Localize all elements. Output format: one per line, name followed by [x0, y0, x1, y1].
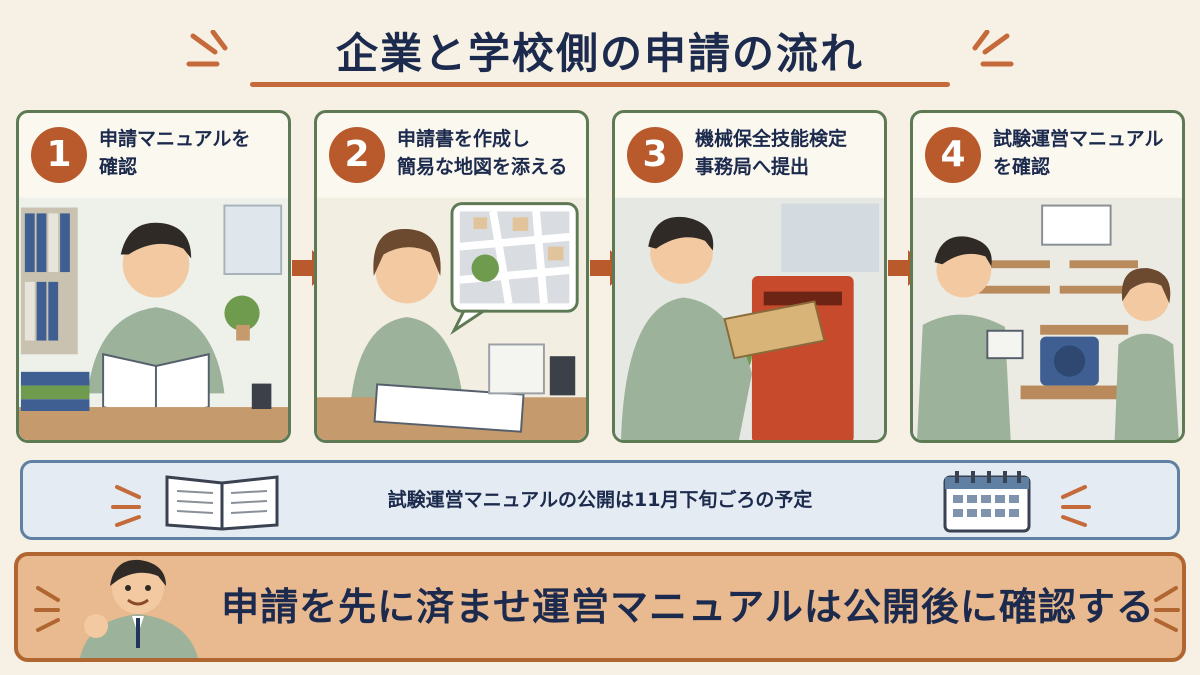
- conclusion-text: 申請を先に済ませ運営マニュアルは公開後に確認する: [221, 585, 1155, 629]
- step-card-2: 2 申請書を作成し 簡易な地図を添える: [314, 110, 589, 443]
- step-title: 申請書を作成し 簡易な地図を添える: [397, 128, 568, 178]
- step-card-4: 4 試験運営マニュアル を確認: [910, 110, 1185, 443]
- step-number: 2: [329, 127, 385, 183]
- header: 企業と学校側の申請の流れ: [0, 12, 1200, 92]
- manual-review-illustration: [19, 197, 288, 440]
- submission-illustration: [615, 197, 884, 440]
- step-header: 4 試験運営マニュアル を確認: [913, 113, 1182, 195]
- step-number: 1: [31, 127, 87, 183]
- page-title: 企業と学校側の申請の流れ: [335, 29, 864, 78]
- calendar-icon: [943, 471, 1031, 533]
- conclusion-banner: 申請を先に済ませ運営マニュアルは公開後に確認する: [14, 552, 1186, 662]
- confident-worker-illustration: [80, 559, 198, 658]
- burst-left-icon: [186, 30, 228, 67]
- step-header: 3 機械保全技能検定 事務局へ提出: [615, 113, 884, 195]
- info-bar: 試験運営マニュアルの公開は11月下旬ごろの予定: [20, 460, 1180, 540]
- step-title: 申請マニュアルを 確認: [99, 128, 251, 178]
- step-card-1: 1 申請マニュアルを 確認: [16, 110, 291, 443]
- burst-right-icon: [1061, 485, 1091, 527]
- exam-room-inspection-illustration: [913, 197, 1182, 440]
- burst-right-icon: [1154, 586, 1180, 632]
- burst-left-icon: [34, 586, 60, 632]
- step-card-3: 3 機械保全技能検定 事務局へ提出: [612, 110, 887, 443]
- step-header: 1 申請マニュアルを 確認: [19, 113, 288, 195]
- application-writing-illustration: [317, 197, 586, 440]
- step-number: 4: [925, 127, 981, 183]
- title-underline: [250, 82, 950, 87]
- burst-left-icon: [111, 485, 141, 527]
- open-book-icon: [165, 475, 279, 531]
- step-number: 3: [627, 127, 683, 183]
- step-header: 2 申請書を作成し 簡易な地図を添える: [317, 113, 586, 195]
- step-title: 機械保全技能検定 事務局へ提出: [695, 128, 848, 178]
- step-title: 試験運営マニュアル を確認: [993, 128, 1164, 178]
- release-schedule-text: 試験運営マニュアルの公開は11月下旬ごろの予定: [387, 489, 813, 511]
- burst-right-icon: [972, 30, 1014, 67]
